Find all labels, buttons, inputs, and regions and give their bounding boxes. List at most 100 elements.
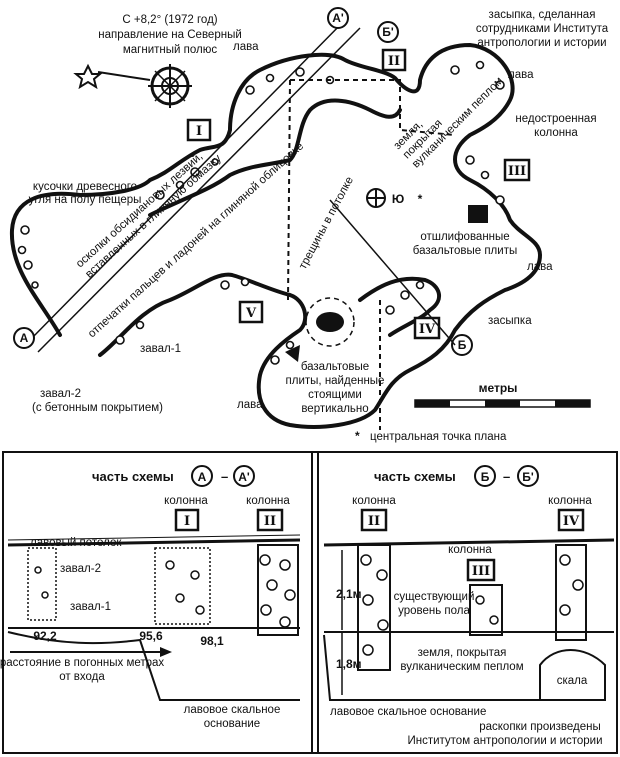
chamber-I: I	[186, 118, 212, 142]
svg-text:I: I	[196, 124, 202, 139]
excavation-note-2: Институтом антропологии и истории	[407, 735, 602, 747]
distance-3: 98,1	[200, 634, 224, 648]
section-line-b	[329, 199, 456, 346]
cracks-note: трещины в потолке	[297, 175, 356, 272]
svg-text:II: II	[388, 54, 400, 69]
distance-2: 95,6	[139, 629, 163, 643]
point-b-prime-marker: Б'	[377, 21, 399, 43]
section-b-col1: II	[368, 514, 380, 529]
chamber-III: III	[503, 158, 531, 182]
basalt-slab-icon	[285, 345, 300, 362]
chamber-V: V	[238, 300, 264, 324]
section-a-col2: II	[264, 514, 276, 529]
floor-level-2: уровень пола	[398, 605, 470, 617]
distance-note-2: от входа	[59, 671, 105, 683]
svg-text:А: А	[198, 470, 207, 484]
section-b-col3: IV	[563, 514, 580, 529]
section-a-col1: I	[184, 514, 190, 529]
point-a-prime-marker: А'	[327, 7, 349, 29]
basalt-note-4: вертикально	[301, 403, 368, 415]
cave-wall-outline	[9, 43, 542, 429]
fill-note-2: сотрудниками Института	[476, 23, 609, 35]
scale-label: метры	[479, 381, 518, 395]
cave-wall-inner-2	[358, 276, 441, 337]
lava-label-2: лава	[508, 69, 534, 81]
section-a-col1-label: колонна	[164, 495, 208, 507]
lava-label-3: лава	[527, 261, 553, 273]
section-b-col1-label: колонна	[352, 495, 396, 507]
bedrock-a-1: лавовое скальное	[184, 704, 281, 716]
collapse-2-label-1: завал-2	[40, 388, 81, 400]
unfinished-column-1: недостроенная	[515, 113, 596, 125]
fill-short-label: засыпка	[488, 315, 532, 327]
lava-ceiling-label: лавовый потолок	[30, 537, 122, 549]
svg-text:А': А'	[238, 470, 250, 484]
section-a-col2-label: колонна	[246, 495, 290, 507]
section-b: часть схемы Б – Б' колонна колонна колон…	[323, 465, 615, 747]
svg-text:IV: IV	[419, 322, 436, 337]
scale-bar	[414, 399, 591, 408]
fill-note-1: засыпка, сделанная	[489, 9, 596, 21]
handprint-icon	[316, 312, 344, 332]
obsidian-note: осколки обсидиановых лезвий, вставленных…	[74, 150, 224, 280]
soil-ash-note: земля, покрытая вулканическим пеплом	[392, 75, 506, 171]
basalt-note-1: базальтовые	[301, 361, 369, 373]
section-line-a	[29, 19, 346, 341]
north-note-1: С +8,2° (1972 год)	[122, 14, 217, 26]
section-b-col2-label: колонна	[448, 544, 492, 556]
polished-note-2: базальтовые плиты	[413, 245, 517, 257]
collapse-1-sec: завал-1	[70, 601, 111, 613]
basalt-note-2: плиты, найденные	[286, 375, 385, 387]
section-b-col3-label: колонна	[548, 495, 592, 507]
basalt-note-3: стоящими	[308, 389, 362, 401]
north-note-2: направление на Северный	[98, 29, 242, 41]
section-line-a-2	[37, 27, 361, 353]
height-2: 1,8м	[336, 657, 362, 671]
point-b-marker: Б	[451, 334, 473, 356]
svg-text:Ю: Ю	[392, 192, 404, 206]
svg-text:Б': Б'	[522, 470, 534, 484]
collapse-2-sec: завал-2	[60, 563, 101, 575]
svg-text:Б: Б	[458, 338, 467, 352]
collapse-1-label: завал-1	[140, 343, 181, 355]
charcoal-note-1: кусочки древесного	[33, 181, 137, 193]
excavation-note-1: раскопки произведены	[479, 721, 601, 733]
chamber-II: II	[381, 48, 407, 72]
svg-text:трещины в потолке: трещины в потолке	[297, 175, 356, 272]
section-b-title: часть схемы	[374, 469, 456, 484]
center-point-star: *	[355, 429, 360, 443]
excavation-boundary	[287, 79, 456, 430]
collapse-2-label-2: (с бетонным покрытием)	[32, 402, 163, 414]
svg-text:–: –	[503, 469, 510, 484]
section-b-col2: III	[472, 564, 490, 579]
svg-text:V: V	[245, 306, 257, 321]
north-note-3: магнитный полюс	[123, 44, 217, 56]
cave-wall-inner	[148, 98, 402, 217]
floor-level-1: существующий	[394, 591, 475, 603]
svg-text:Б: Б	[481, 470, 490, 484]
svg-text:III: III	[508, 164, 526, 179]
polished-slab-icon	[468, 205, 488, 223]
soil-b-2: вулканическим пеплом	[400, 661, 523, 673]
bedrock-b: лавовое скальное основание	[330, 706, 486, 718]
center-point-marker: Ю *	[366, 188, 423, 208]
height-1: 2,1м	[336, 587, 362, 601]
chamber-IV: IV	[413, 316, 441, 340]
lava-label-1: лава	[233, 41, 259, 53]
compass-rose-icon	[148, 64, 192, 108]
polished-note-1: отшлифованные	[420, 231, 509, 243]
fill-note-3: антропологии и истории	[477, 37, 606, 49]
svg-text:*: *	[418, 192, 423, 206]
soil-b-1: земля, покрытая	[418, 647, 507, 659]
north-arrow-line	[97, 71, 151, 81]
bedrock-a-2: основание	[204, 718, 260, 730]
sections-frame	[2, 451, 618, 754]
point-a-marker: А	[13, 327, 35, 349]
svg-text:Б': Б'	[382, 25, 394, 39]
section-a-title: часть схемы	[92, 469, 174, 484]
charcoal-note-2: угля на полу пещеры	[29, 194, 142, 206]
svg-text:А: А	[20, 331, 29, 345]
rock-rubble	[17, 60, 505, 365]
svg-text:–: –	[221, 469, 228, 484]
